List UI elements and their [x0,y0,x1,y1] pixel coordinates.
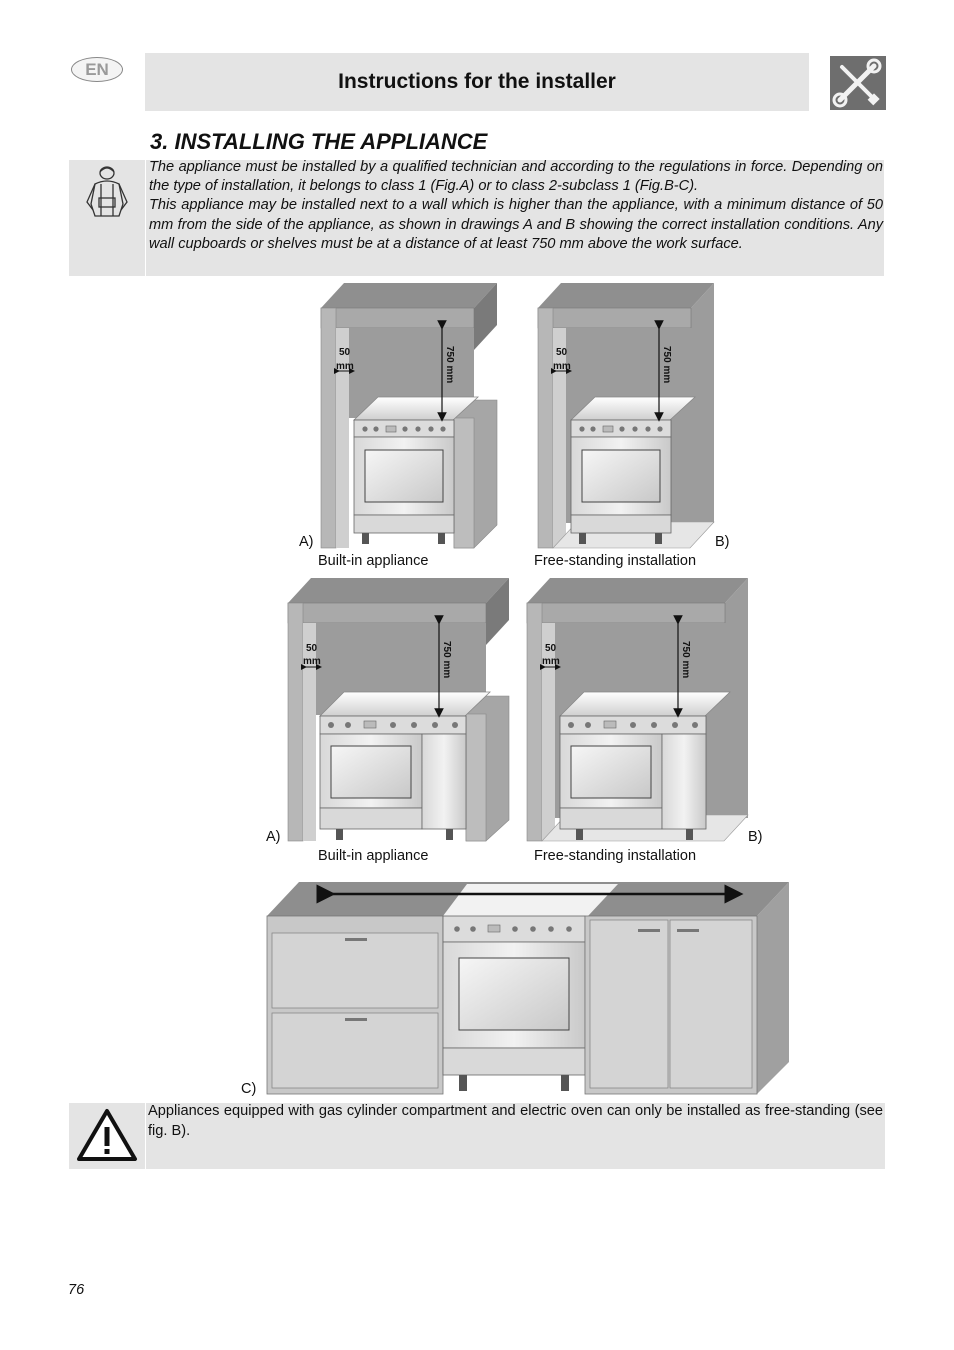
language-badge: EN [71,57,123,82]
caption-free-standing: Free-standing installation [534,848,697,864]
warning-text: Appliances equipped with gas cylinder co… [148,1103,883,1139]
figure-b-free-standing-60 [537,283,715,549]
intro-paragraph-2: This appliance may be installed next to … [149,197,883,252]
intro-text: The appliance must be installed by a qua… [149,158,883,254]
dim-top: 750 mm [441,641,452,678]
figure-c-between-units [266,882,789,1095]
dim-side-unit: mm [542,656,560,667]
figure-label-b: B) [715,534,730,550]
caption-built-in: Built-in appliance [318,553,429,569]
dim-side-unit: mm [553,361,571,372]
dim-top: 750 mm [661,346,672,383]
page-number: 76 [68,1282,85,1298]
dim-side-unit: mm [336,361,354,372]
caption-free-standing: Free-standing installation [534,553,697,569]
dim-side-value: 50 [556,347,568,358]
dim-side-value: 50 [339,347,351,358]
figure-label-a: A) [299,534,314,550]
header-bar: Instructions for the installer [145,53,809,111]
technician-icon [86,166,128,217]
technician-icon-box [69,160,145,276]
figure-label-c: C) [241,1081,257,1097]
figure-a-built-in-60 [320,283,498,549]
dim-side-value: 50 [545,643,557,654]
dim-side-value: 50 [306,643,318,654]
warning-box [146,1103,885,1169]
dimension-labels: 50 mm 750 mm 50 mm 750 mm 50 mm 750 mm 5… [303,346,691,678]
figure-label-a: A) [266,829,281,845]
intro-box [146,160,884,276]
figure-a-built-in-90 [287,578,510,842]
warning-triangle-icon [77,1109,137,1161]
intro-paragraph-1: The appliance must be installed by a qua… [149,159,883,195]
figure-b-free-standing-90 [526,578,749,842]
figure-label-b: B) [748,829,763,845]
section-title: 3. INSTALLING THE APPLIANCE [150,129,488,154]
header-title: Instructions for the installer [338,70,616,93]
warning-icon-box [69,1103,145,1169]
caption-built-in: Built-in appliance [318,848,429,864]
dim-side-unit: mm [303,656,321,667]
dim-top: 750 mm [680,641,691,678]
dim-top: 750 mm [444,346,455,383]
wrench-screwdriver-icon [830,56,886,110]
